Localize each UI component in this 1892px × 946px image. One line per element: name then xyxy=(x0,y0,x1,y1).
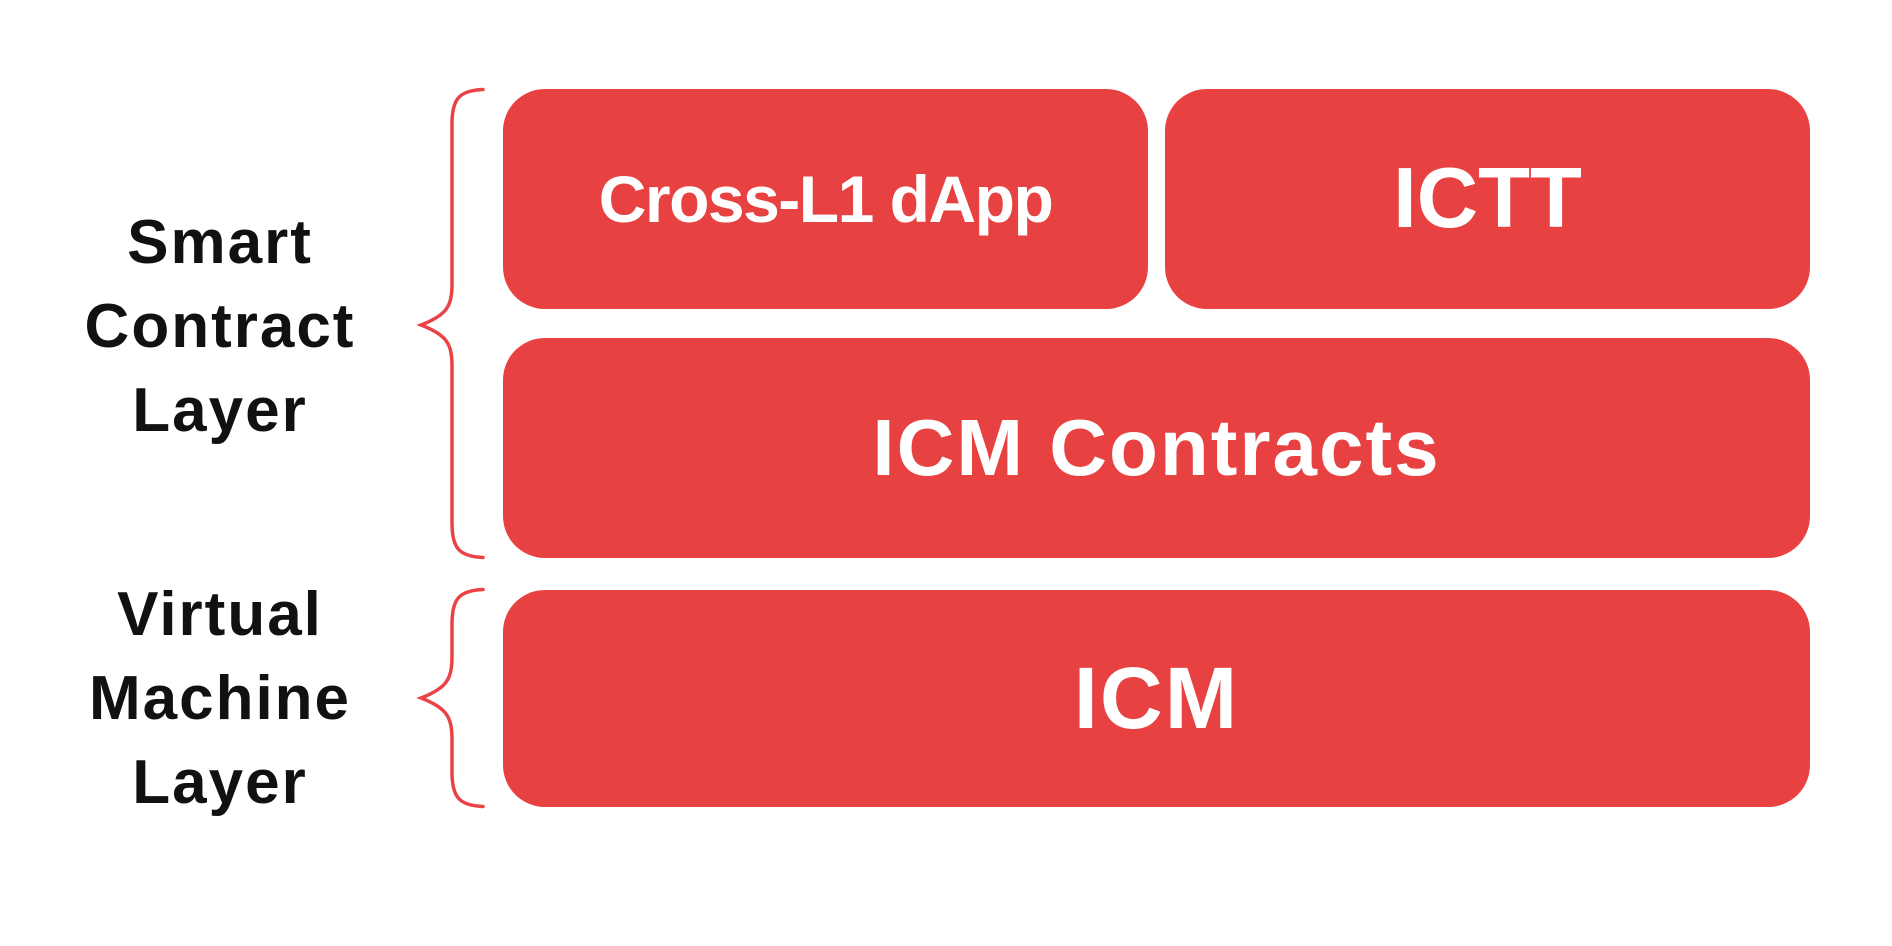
label-line: Machine xyxy=(88,664,352,733)
box-label-ictt: ICTT xyxy=(1393,151,1582,246)
box-label-icm: ICM xyxy=(1073,649,1240,747)
smart-contract-brace-icon xyxy=(416,87,485,560)
box-label-cross-l1-dapp: Cross-L1 dApp xyxy=(598,162,1054,236)
layer-label-smart-contract: Smart Contract Layer xyxy=(28,201,412,453)
box-icm: ICM xyxy=(503,590,1810,807)
layer-label-virtual-machine: Virtual Machine Layer xyxy=(28,573,412,825)
box-ictt: ICTT xyxy=(1165,89,1810,309)
label-line: Contract xyxy=(84,292,356,361)
label-line: Layer xyxy=(132,748,308,817)
virtual-machine-brace-icon xyxy=(416,587,485,809)
box-cross-l1-dapp: Cross-L1 dApp xyxy=(503,89,1148,309)
label-line: Smart xyxy=(127,208,313,277)
label-line: Layer xyxy=(132,376,308,445)
box-label-icm-contracts: ICM Contracts xyxy=(872,403,1441,492)
box-icm-contracts: ICM Contracts xyxy=(503,338,1810,558)
label-line: Virtual xyxy=(117,580,323,649)
